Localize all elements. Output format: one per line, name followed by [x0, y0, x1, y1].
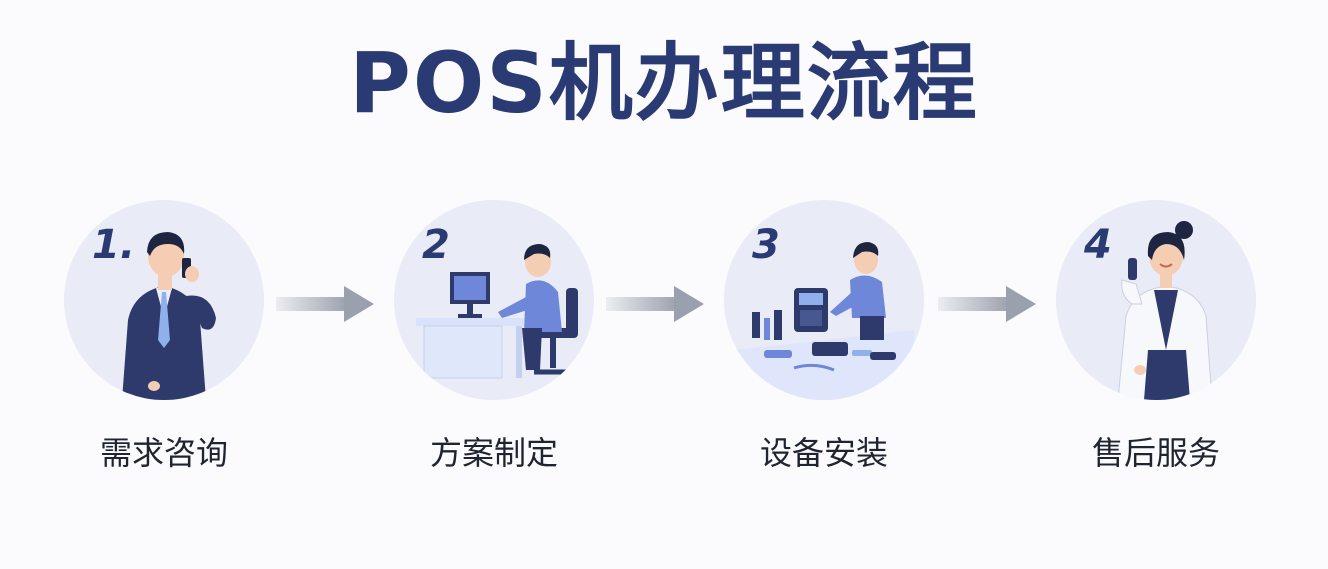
step-1-label: 需求咨询: [99, 434, 228, 472]
step-3-label: 设备安装: [759, 434, 888, 472]
page-title: POS机办理流程: [349, 34, 979, 132]
right-arrow-icon: [606, 286, 704, 322]
step-2-label: 方案制定: [429, 434, 558, 472]
step-1: 1. 需求咨询: [54, 200, 274, 490]
arrow-1: [276, 282, 376, 326]
step-3-illustration: [724, 200, 924, 400]
step-4: 4 售后服务: [1046, 200, 1266, 490]
computer-desk-worker-icon: [416, 244, 578, 379]
step-1-number: 1.: [92, 222, 136, 268]
step-3: 3 设备安装: [714, 200, 934, 490]
step-2: 2 方案制定: [384, 200, 604, 490]
phone-call-person-icon: [122, 232, 216, 400]
step-4-label: 售后服务: [1091, 434, 1220, 472]
step-3-number: 3: [752, 222, 780, 268]
step-2-illustration: [394, 200, 594, 400]
step-2-number: 2: [422, 222, 450, 268]
step-1-illustration: [64, 200, 264, 400]
right-arrow-icon: [938, 286, 1036, 322]
step-4-illustration: [1056, 200, 1256, 400]
step-4-number: 4: [1084, 222, 1112, 268]
customer-service-agent-icon: [1117, 221, 1213, 400]
arrow-2: [606, 282, 706, 326]
device-installer-icon: [734, 242, 914, 400]
right-arrow-icon: [276, 286, 374, 322]
arrow-3: [938, 282, 1038, 326]
